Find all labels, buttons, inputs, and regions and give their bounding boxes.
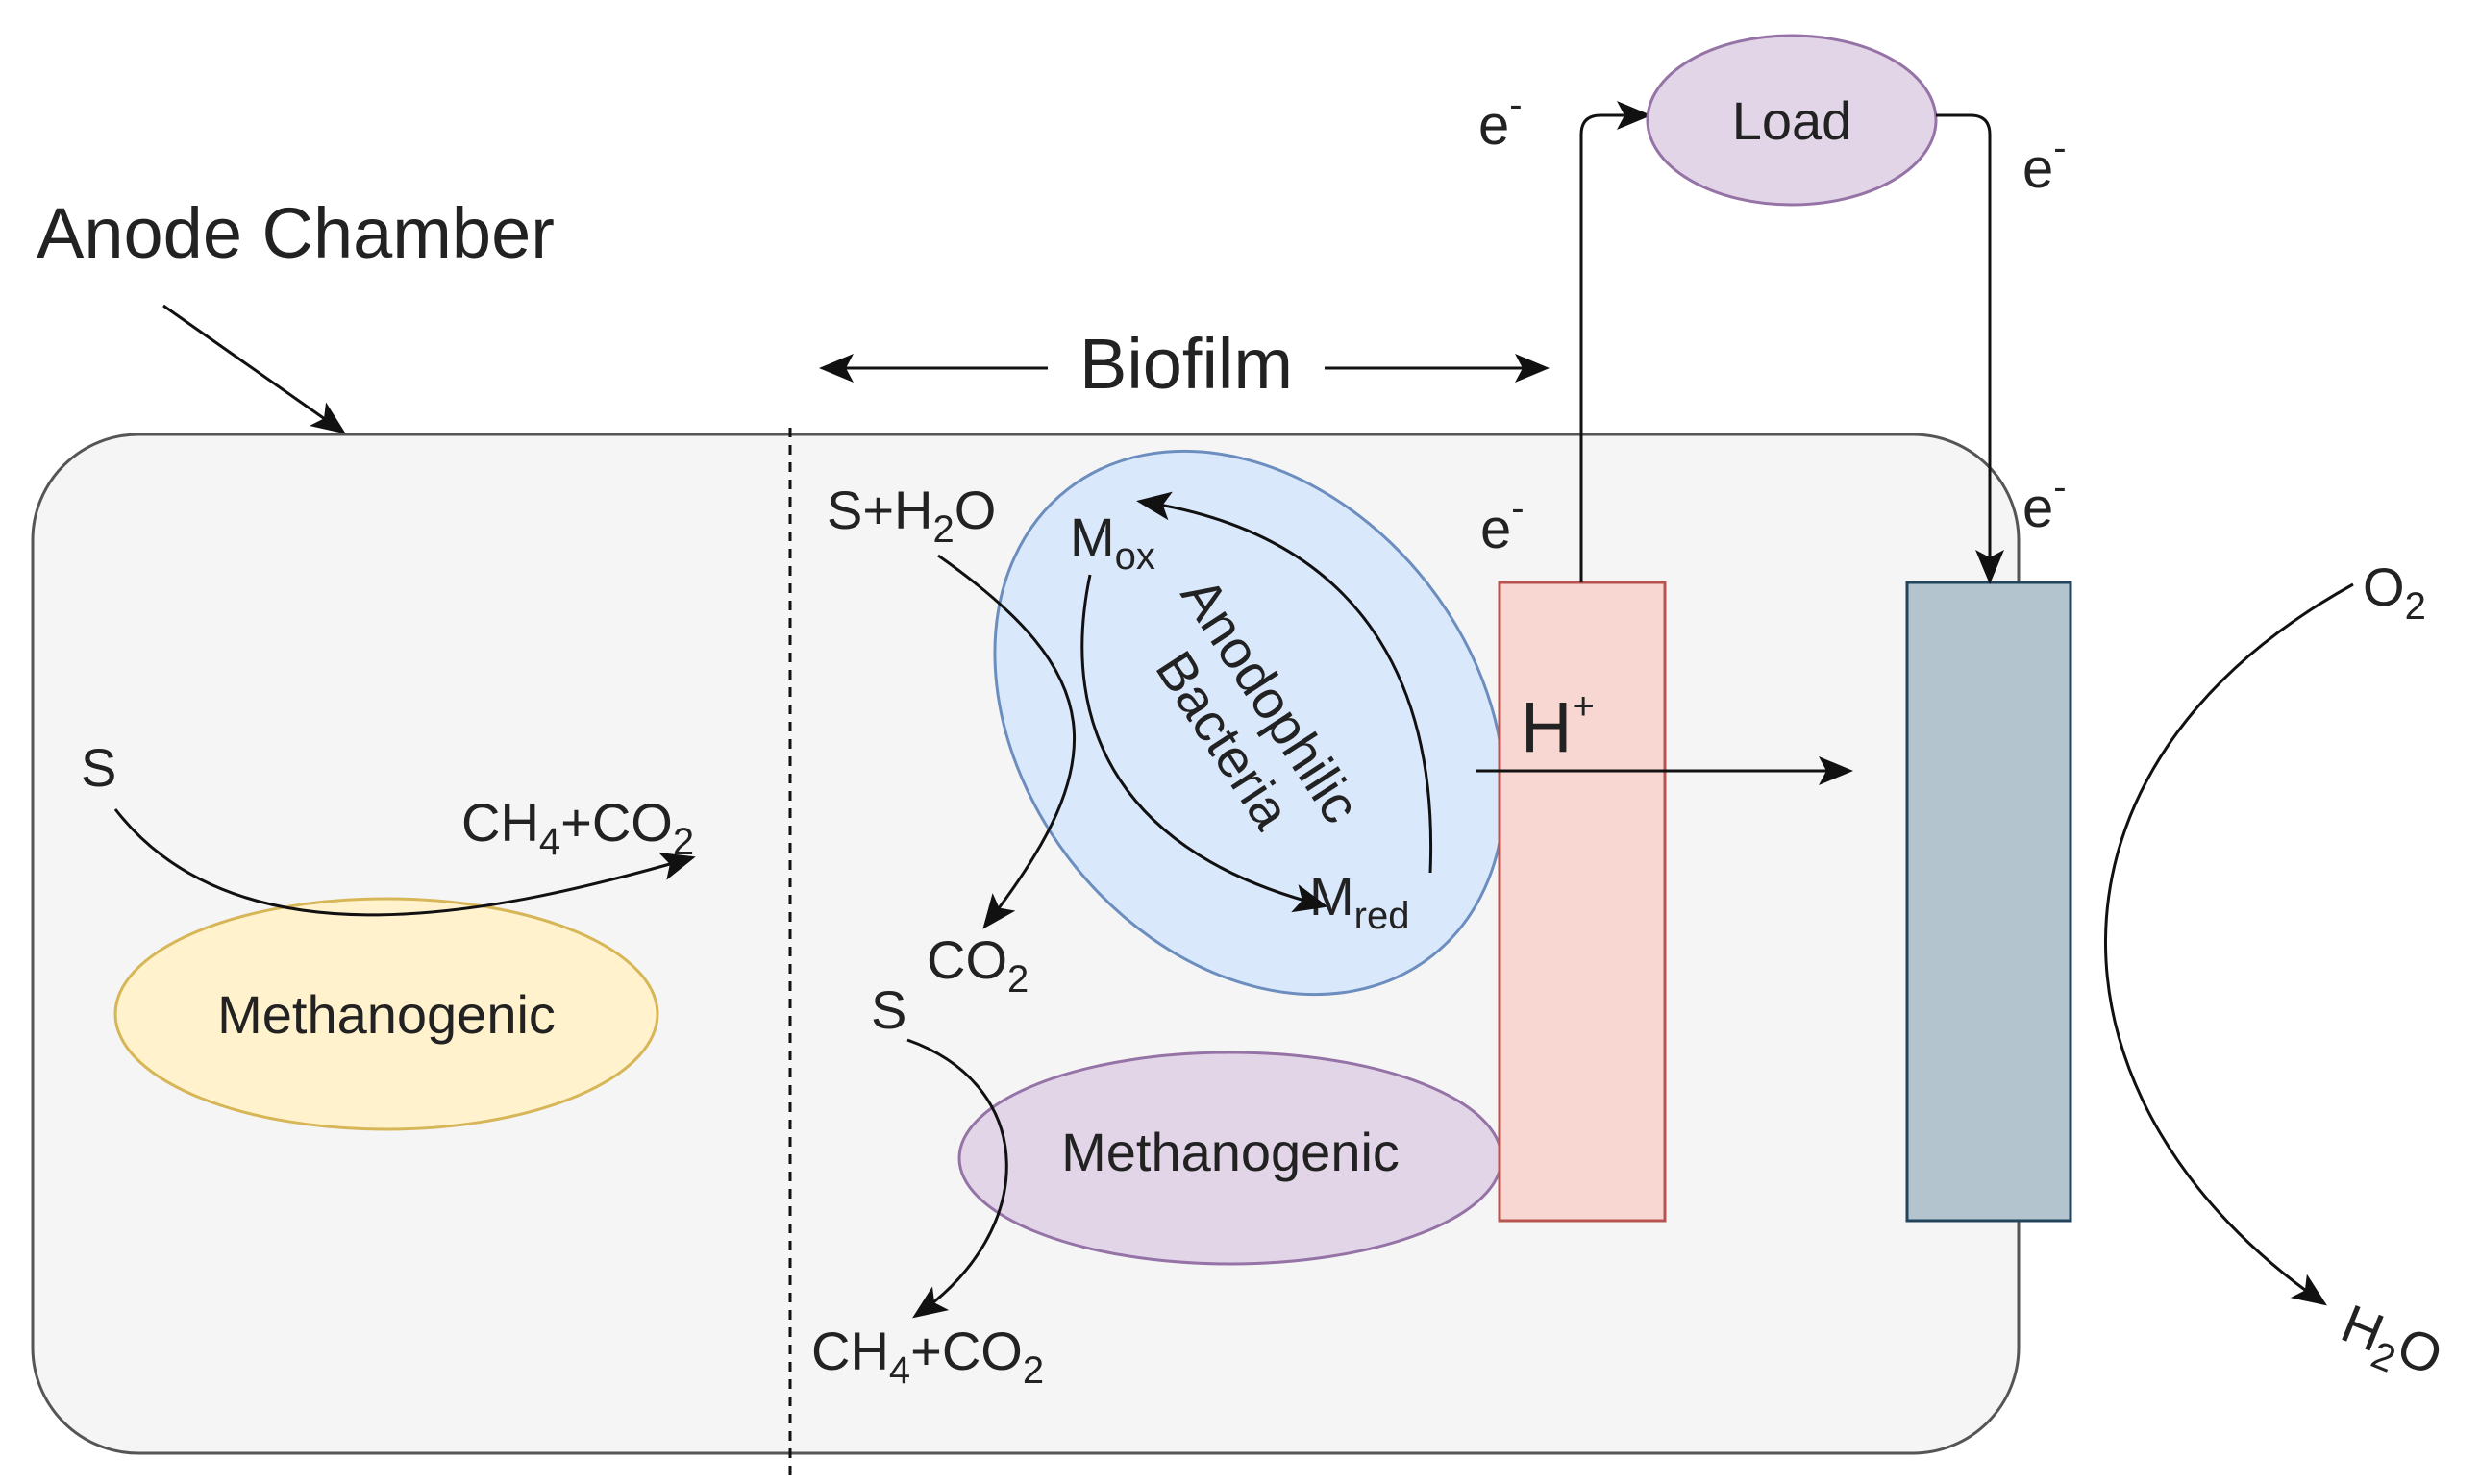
methanogenesis-arrow-left xyxy=(113,808,696,917)
electron-label-wire-right: e- xyxy=(2022,127,2067,200)
methanogenic-organism-left xyxy=(113,897,659,1131)
biofilm-label: Biofilm xyxy=(1079,324,1293,404)
load-label: Load xyxy=(1732,90,1852,151)
substrate-oxidation-arrow xyxy=(937,554,1076,929)
load xyxy=(1646,34,1938,207)
water-label: H2O xyxy=(2329,1293,2450,1397)
co2-label: CO2 xyxy=(927,929,1029,1001)
reduction-arrow xyxy=(1080,574,1328,913)
electron-label-anode: e- xyxy=(1480,487,1525,560)
m-ox-label: Mox xyxy=(1070,507,1155,578)
proton-label: H+ xyxy=(1521,685,1595,767)
methanogenic-label-biofilm: Methanogenic xyxy=(1061,1122,1400,1182)
ch4-co2-label-biofilm: CH4+CO2 xyxy=(811,1321,1044,1392)
external-circuit-up xyxy=(1579,101,1651,582)
external-circuit-down xyxy=(1936,113,2004,584)
electron-label-cathode: e- xyxy=(2022,466,2067,539)
ch4-co2-label-left: CH4+CO2 xyxy=(461,792,694,863)
substrate-label-biofilm: S xyxy=(871,979,906,1040)
anode-chamber-pointer xyxy=(162,304,346,434)
methanogenic-label-left: Methanogenic xyxy=(217,984,556,1045)
cathode-electrode xyxy=(1905,581,2072,1223)
anode-electrode xyxy=(1498,581,1667,1223)
electron-label-wire-left: e- xyxy=(1478,84,1523,157)
s-h2o-label: S+H2O xyxy=(827,480,996,551)
anode-chamber-label: Anode Chamber xyxy=(37,193,555,273)
m-red-label: Mred xyxy=(1309,866,1409,937)
oxygen-label: O2 xyxy=(2363,556,2426,628)
anodophilic-bacteria xyxy=(993,449,1506,997)
oxidation-arrow xyxy=(1136,491,1433,874)
substrate-label-left: S xyxy=(81,737,116,798)
oxygen-reduction-arrow xyxy=(2104,582,2354,1306)
methanogenesis-arrow-biofilm xyxy=(906,1038,1008,1319)
